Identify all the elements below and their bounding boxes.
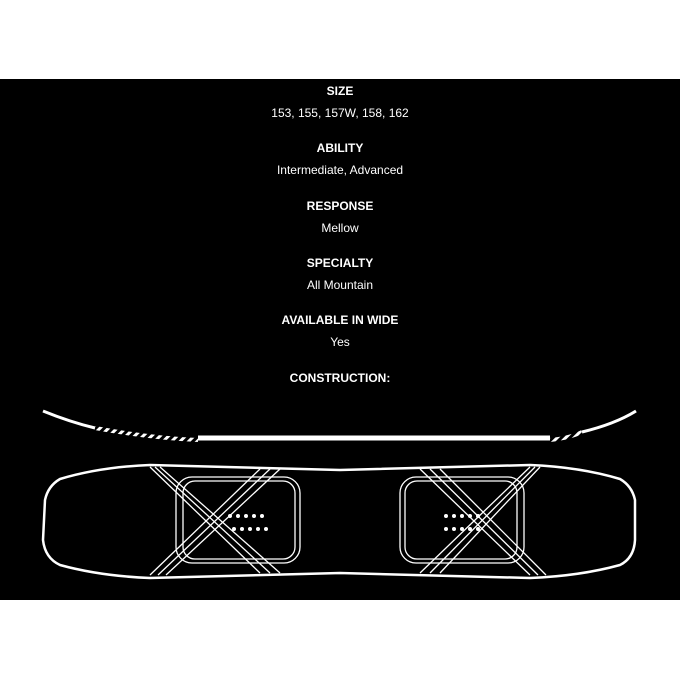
binding-right (399, 466, 547, 576)
ability-label: ABILITY (316, 141, 364, 155)
ability-value: Intermediate, Advanced (276, 163, 404, 177)
board-profile (42, 409, 637, 442)
wide-value: Yes (330, 335, 350, 349)
size-label: SIZE (326, 84, 354, 98)
specialty-value: All Mountain (306, 278, 374, 292)
specialty-label: SPECIALTY (306, 256, 374, 270)
board-outline (41, 463, 637, 580)
spec-panel (0, 79, 680, 600)
wide-label: AVAILABLE IN WIDE (281, 313, 399, 327)
size-value: 153, 155, 157W, 158, 162 (271, 106, 409, 120)
binding-left (149, 466, 301, 576)
response-label: RESPONSE (306, 199, 374, 213)
response-value: Mellow (321, 221, 359, 235)
insert-holes (228, 514, 480, 531)
construction-label: CONSTRUCTION: (289, 371, 391, 385)
